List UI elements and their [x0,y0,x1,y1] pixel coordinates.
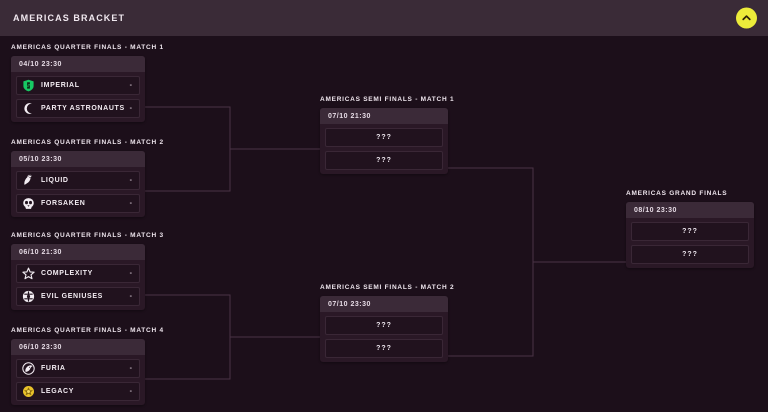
table-row[interactable]: ??? [631,245,749,264]
team-score: - [129,105,132,112]
match-semifinal-1[interactable]: AMERICAS SEMI FINALS - MATCH 1 07/10 21:… [320,96,455,174]
team-rows: LIQUID - FORSAKEN - [11,167,145,213]
team-rows: ??? ??? [320,312,448,358]
table-row[interactable]: LEGACY - [16,382,140,401]
match-semifinal-2[interactable]: AMERICAS SEMI FINALS - MATCH 2 07/10 23:… [320,284,455,362]
chevron-up-icon [742,15,751,21]
table-row[interactable]: IMPERIAL - [16,76,140,95]
table-row[interactable]: FURIA - [16,359,140,378]
match-card: 05/10 23:30 LIQUID - [11,151,145,217]
team-name-placeholder: ??? [682,228,698,235]
team-score: - [129,388,132,395]
team-score: - [129,200,132,207]
page-title: AMERICAS BRACKET [13,13,126,23]
table-row[interactable]: ??? [325,339,443,358]
complexity-star-logo [22,267,35,280]
match-card: 07/10 21:30 ??? ??? [320,108,448,174]
table-row[interactable]: LIQUID - [16,171,140,190]
match-card-header: 06/10 21:30 [11,244,145,260]
table-row[interactable]: ??? [325,151,443,170]
match-card-header: 06/10 23:30 [11,339,145,355]
match-datetime: 08/10 23:30 [634,206,677,214]
team-name-placeholder: ??? [376,322,392,329]
match-card-header: 07/10 21:30 [320,108,448,124]
team-rows: IMPERIAL - PARTY ASTRONAUTS - [11,72,145,118]
match-datetime: 07/10 21:30 [328,112,371,120]
team-name: FORSAKEN [41,200,86,207]
match-card: 04/10 23:30 IMPERIAL - [11,56,145,122]
match-quarterfinal-3[interactable]: AMERICAS QUARTER FINALS - MATCH 3 06/10 … [11,232,164,310]
match-card-header: 05/10 23:30 [11,151,145,167]
match-label: AMERICAS QUARTER FINALS - MATCH 3 [11,232,164,239]
match-label: AMERICAS QUARTER FINALS - MATCH 1 [11,44,164,51]
legacy-emblem-logo [22,385,35,398]
table-row[interactable]: ??? [325,316,443,335]
match-card-header: 04/10 23:30 [11,56,145,72]
match-label: AMERICAS SEMI FINALS - MATCH 1 [320,96,455,103]
match-quarterfinal-1[interactable]: AMERICAS QUARTER FINALS - MATCH 1 04/10 … [11,44,164,122]
bracket-titlebar: AMERICAS BRACKET [0,0,768,36]
team-name: EVIL GENIUSES [41,293,104,300]
match-card-header: 08/10 23:30 [626,202,754,218]
match-datetime: 06/10 23:30 [19,343,62,351]
team-score: - [129,293,132,300]
team-name: COMPLEXITY [41,270,94,277]
team-name: IMPERIAL [41,82,80,89]
team-rows: ??? ??? [320,124,448,170]
match-datetime: 05/10 23:30 [19,155,62,163]
team-name-placeholder: ??? [376,345,392,352]
evil-geniuses-logo [22,290,35,303]
team-name: LIQUID [41,177,69,184]
bracket-canvas: AMERICAS QUARTER FINALS - MATCH 1 04/10 … [0,36,768,412]
match-quarterfinal-4[interactable]: AMERICAS QUARTER FINALS - MATCH 4 06/10 … [11,327,164,405]
match-datetime: 04/10 23:30 [19,60,62,68]
match-label: AMERICAS GRAND FINALS [626,190,728,197]
collapse-section-button[interactable] [736,7,757,29]
team-name: PARTY ASTRONAUTS [41,105,125,112]
team-rows: FURIA - LEGACY - [11,355,145,401]
table-row[interactable]: FORSAKEN - [16,194,140,213]
table-row[interactable]: ??? [631,222,749,241]
match-label: AMERICAS SEMI FINALS - MATCH 2 [320,284,455,291]
match-label: AMERICAS QUARTER FINALS - MATCH 4 [11,327,164,334]
table-row[interactable]: EVIL GENIUSES - [16,287,140,306]
table-row[interactable]: PARTY ASTRONAUTS - [16,99,140,118]
match-grandfinal[interactable]: AMERICAS GRAND FINALS 08/10 23:30 ??? ??… [626,190,754,268]
team-score: - [129,82,132,89]
party-astronauts-moon-logo [22,102,35,115]
furia-panther-logo [22,362,35,375]
table-row[interactable]: COMPLEXITY - [16,264,140,283]
team-name: LEGACY [41,388,75,395]
match-card-header: 07/10 23:30 [320,296,448,312]
match-label: AMERICAS QUARTER FINALS - MATCH 2 [11,139,164,146]
match-quarterfinal-2[interactable]: AMERICAS QUARTER FINALS - MATCH 2 05/10 … [11,139,164,217]
forsaken-skull-logo [22,197,35,210]
team-name: FURIA [41,365,66,372]
team-name-placeholder: ??? [376,157,392,164]
team-name-placeholder: ??? [376,134,392,141]
team-score: - [129,177,132,184]
team-rows: ??? ??? [626,218,754,264]
match-card: 06/10 21:30 COMPLEXITY - [11,244,145,310]
match-card: 06/10 23:30 FURIA - [11,339,145,405]
match-datetime: 06/10 21:30 [19,248,62,256]
match-card: 07/10 23:30 ??? ??? [320,296,448,362]
team-score: - [129,270,132,277]
team-score: - [129,365,132,372]
liquid-horse-logo [22,174,35,187]
imperial-shield-logo [22,79,35,92]
table-row[interactable]: ??? [325,128,443,147]
team-name-placeholder: ??? [682,251,698,258]
team-rows: COMPLEXITY - EVIL GENIUSES - [11,260,145,306]
match-datetime: 07/10 23:30 [328,300,371,308]
match-card: 08/10 23:30 ??? ??? [626,202,754,268]
